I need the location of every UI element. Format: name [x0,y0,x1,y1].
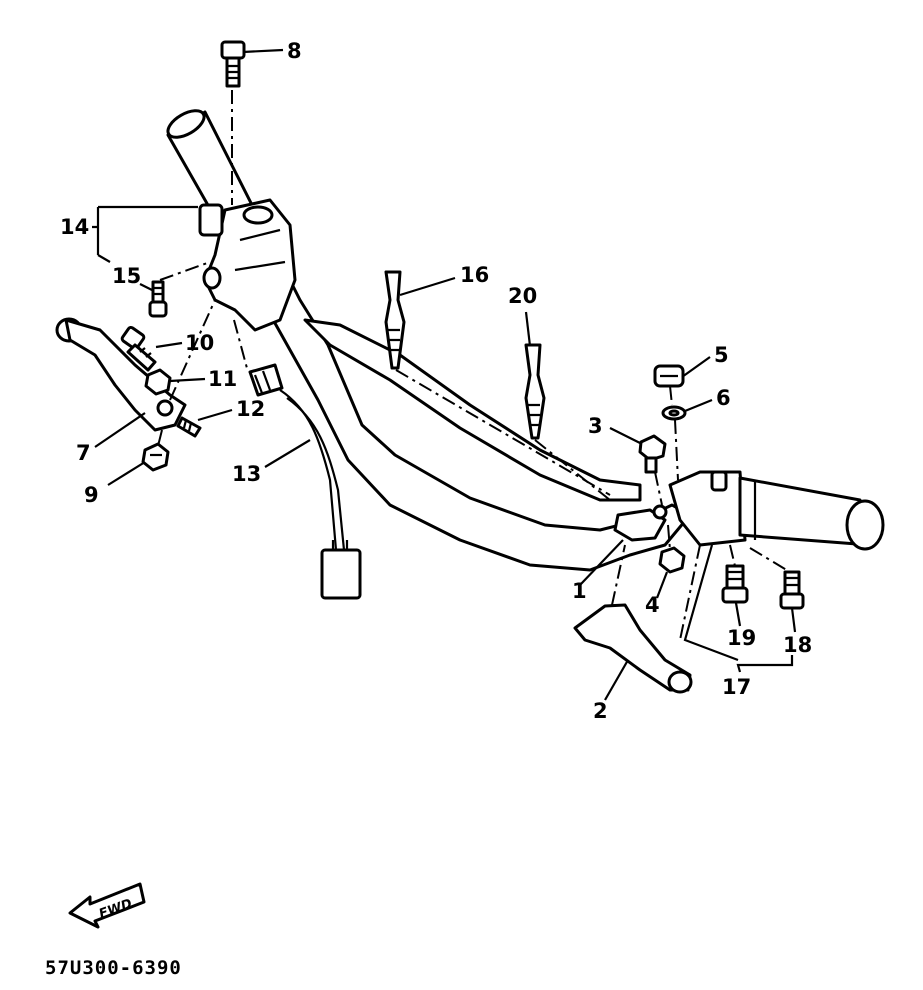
nut-9 [141,442,170,472]
nut-11 [144,368,172,396]
label-6: 6 [716,386,731,410]
lever-holder-left [198,198,297,332]
label-20: 20 [508,284,537,308]
screw-5 [653,364,685,388]
clutch-lever-7 [55,317,187,432]
assembly-lines [157,90,791,641]
bolt-10 [120,325,157,372]
bolt-8 [220,40,246,88]
label-1: 1 [572,579,587,603]
label-18: 18 [783,633,812,657]
washer-6 [661,405,687,421]
switch-cable-13 [248,363,362,600]
cable-band-16 [384,270,406,370]
screw-19 [721,564,749,604]
label-4: 4 [645,593,660,617]
label-9: 9 [84,483,99,507]
label-3: 3 [588,414,603,438]
leader-lines [92,48,797,701]
nut-4 [658,546,686,574]
throttle-grip-17 [613,470,885,551]
label-14: 14 [60,215,89,239]
label-16: 16 [460,263,489,287]
part-labels: 8 14 15 10 11 12 7 13 9 16 20 5 6 3 1 4 … [60,39,812,723]
label-5: 5 [714,343,729,367]
drawing-code: 57U300-6390 [45,957,182,979]
label-13: 13 [232,462,261,486]
label-10: 10 [185,331,214,355]
bolt-3 [638,434,667,474]
label-19: 19 [727,626,756,650]
label-12: 12 [236,397,265,421]
label-2: 2 [593,699,608,723]
screw-12 [176,416,202,438]
label-17: 17 [722,675,751,699]
label-15: 15 [112,264,141,288]
label-11: 11 [208,367,237,391]
brake-lever-2 [573,603,693,694]
handlebar [166,109,692,572]
screw-15 [148,280,168,318]
fwd-arrow: FWD [68,882,146,929]
label-7: 7 [76,441,91,465]
label-8: 8 [287,39,302,63]
screw-18 [779,570,805,610]
cable-band-20 [524,343,546,440]
